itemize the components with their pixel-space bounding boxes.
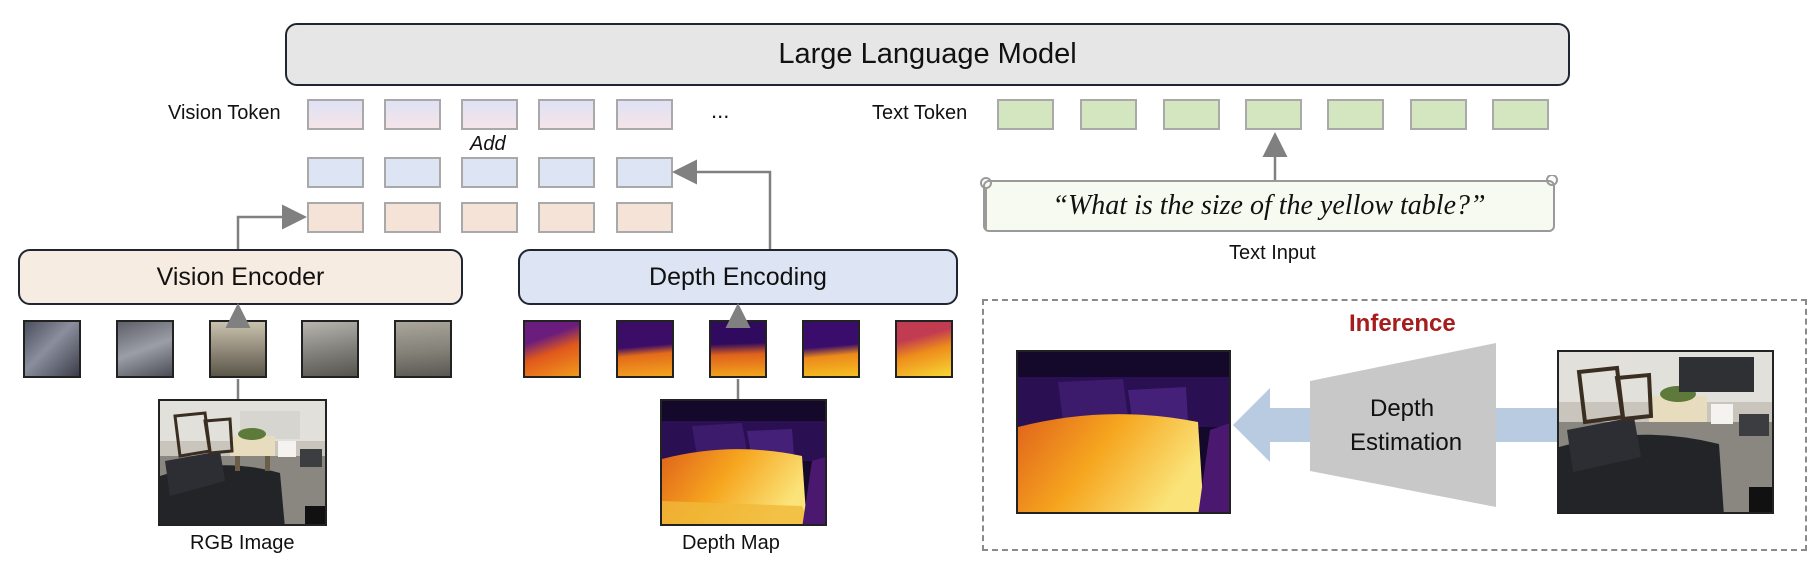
inference-frame <box>982 299 1807 551</box>
rgb-token <box>461 202 518 233</box>
rgb-patch <box>23 320 81 378</box>
vision-encoder-box: Vision Encoder <box>18 249 463 305</box>
vision-token <box>538 99 595 130</box>
text-token <box>1245 99 1302 130</box>
text-token <box>1080 99 1137 130</box>
vision-token <box>461 99 518 130</box>
depth-patch <box>616 320 674 378</box>
text-token <box>1163 99 1220 130</box>
rgb-token <box>307 202 364 233</box>
rgb-patch <box>209 320 267 378</box>
text-input-scroll: “What is the size of the yellow table?” <box>983 180 1555 232</box>
text-token <box>997 99 1054 130</box>
depth-patch <box>523 320 581 378</box>
depth-token <box>307 157 364 188</box>
depth-patch <box>802 320 860 378</box>
rgb-token <box>616 202 673 233</box>
text-input-label: Text Input <box>1229 242 1316 264</box>
depth-map-label: Depth Map <box>682 532 780 554</box>
vision-token <box>384 99 441 130</box>
text-token <box>1327 99 1384 130</box>
scroll-curls <box>980 175 1558 229</box>
rgb-image <box>158 399 327 526</box>
depth-encoding-label: Depth Encoding <box>649 262 827 291</box>
rgb-patch <box>394 320 452 378</box>
depth-estimation-line2: Estimation <box>1350 429 1463 456</box>
vision-token <box>616 99 673 130</box>
depth-token <box>538 157 595 188</box>
inference-title: Inference <box>1349 310 1456 337</box>
rgb-patch <box>301 320 359 378</box>
rgb-image-label: RGB Image <box>190 532 295 554</box>
vision-encoder-label: Vision Encoder <box>156 262 325 291</box>
depth-estimation-line1: Depth <box>1370 395 1435 422</box>
rgb-patch <box>116 320 174 378</box>
depth-map-image <box>660 399 827 526</box>
add-label: Add <box>470 133 506 155</box>
vision-token-label: Vision Token <box>168 102 281 124</box>
inference-depth-output <box>1016 350 1231 514</box>
text-input-prompt: “What is the size of the yellow table?” <box>1052 190 1486 221</box>
rgb-token <box>384 202 441 233</box>
token-ellipsis: ... <box>711 98 730 123</box>
large-language-model-box: Large Language Model <box>285 23 1570 86</box>
inference-rgb-input <box>1557 350 1774 514</box>
depth-token <box>616 157 673 188</box>
depth-estimation-block <box>1310 343 1496 507</box>
text-token-label: Text Token <box>872 102 968 124</box>
depth-patch <box>895 320 953 378</box>
depth-token <box>461 157 518 188</box>
llm-label: Large Language Model <box>778 38 1077 70</box>
depth-patch <box>709 320 767 378</box>
rgb-token <box>538 202 595 233</box>
depth-token <box>384 157 441 188</box>
vision-token <box>307 99 364 130</box>
text-token <box>1410 99 1467 130</box>
text-token <box>1492 99 1549 130</box>
